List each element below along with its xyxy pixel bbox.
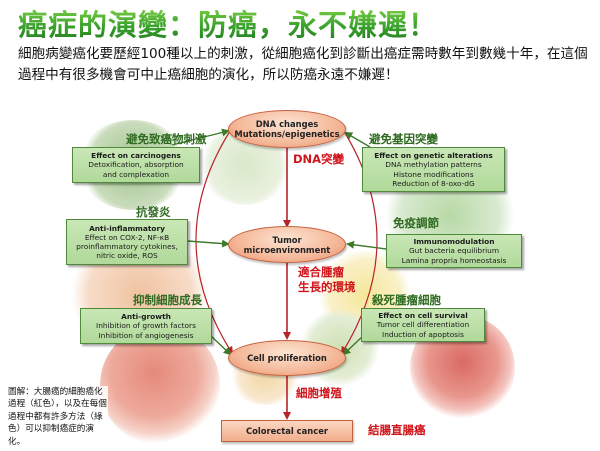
box-effect-on-carcinogens: Effect on carcinogens Detoxification, ab… — [72, 147, 200, 183]
label-kill-tumor-cells: 殺死腫瘤細胞 — [372, 293, 441, 307]
box-immuno-heading: Immunomodulation — [413, 237, 495, 247]
stage-dna-line1: DNA changes — [255, 119, 319, 129]
box-survival-line: Induction of apoptosis — [382, 329, 464, 339]
label-avoid-carcinogen: 避免致癌物刺激 — [126, 132, 207, 146]
box-survival-line: Tumor cell differentiation — [376, 320, 470, 330]
stage-prolif-line1: Cell proliferation — [247, 353, 327, 363]
box-immuno-line: Gut bacteria equilibrium — [408, 246, 500, 256]
box-inflam-heading: Anti-inflammatory — [89, 223, 165, 233]
label-immune-regulation: 免疫調節 — [393, 216, 439, 230]
tomato-decoration — [100, 325, 220, 445]
box-genetic-line: Reduction of 8-oxo-dG — [392, 178, 475, 188]
figure-caption: 圖解：大腸癌的細胞癌化過程（紅色），以及在每個過程中都有許多方法（綠色）可以抑制… — [8, 386, 108, 449]
box-anti-inflammatory: Anti-inflammatory Effect on COX-2, NF-κB… — [66, 219, 188, 265]
box-immunomodulation: Immunomodulation Gut bacteria equilibriu… — [386, 234, 522, 268]
box-genetic-line: Histone modifications — [393, 169, 474, 179]
box-carcinogens-line: and complexation — [102, 169, 170, 179]
box-inflam-line: Effect on COX-2, NF-κB — [84, 232, 170, 242]
intro-paragraph: 細胞病變癌化要歷經100種以上的刺激，從細胞癌化到診斷出癌症需時數年到數幾十年，… — [18, 46, 588, 83]
box-effect-on-genetic-alterations: Effect on genetic alterations DNA methyl… — [362, 147, 505, 192]
stage-cell-proliferation: Cell proliferation — [228, 340, 346, 376]
arrow-survival-to-prolif — [342, 334, 365, 356]
box-inflam-line: nitric oxide, ROS — [96, 251, 158, 261]
box-genetic-line: DNA methylation patterns — [385, 160, 482, 170]
label-suitable-environment-line2: 生長的環境 — [298, 280, 356, 294]
label-dna-mutation: DNA突變 — [293, 152, 345, 166]
arrow-growth-to-prolif — [209, 334, 232, 356]
label-cell-proliferation: 細胞增殖 — [296, 386, 342, 400]
label-suitable-environment-line1: 適合腫瘤 — [298, 265, 344, 279]
box-inflam-line: proinflammatory cytokines, — [76, 242, 178, 251]
stage-tumor-microenvironment: Tumor microenvironment — [228, 226, 346, 263]
stage-dna-changes: DNA changes Mutations/epigenetics — [228, 110, 346, 148]
box-survival-heading: Effect on cell survival — [378, 311, 468, 321]
box-growth-line: Inhibition of angiogenesis — [98, 330, 194, 340]
stage-tumor-line1: Tumor — [272, 234, 302, 245]
arrow-carcinogen-to-dna — [171, 128, 230, 146]
box-anti-growth: Anti-growth Inhibition of growth factors… — [80, 308, 212, 344]
arrow-curve-right — [340, 127, 378, 355]
box-immuno-line: Lamina propria homeostasis — [401, 255, 507, 265]
arrow-curve-left — [195, 127, 234, 355]
arrow-immuno-to-tumor — [346, 240, 387, 250]
box-genetic-heading: Effect on genetic alterations — [374, 151, 493, 161]
stage-colorectal-cancer: Colorectal cancer — [221, 420, 353, 442]
stage-dna-line2: Mutations/epigenetics — [234, 129, 340, 139]
box-effect-on-cell-survival: Effect on cell survival Tumor cell diffe… — [361, 308, 485, 342]
box-carcinogens-line: Detoxification, absorption — [88, 160, 184, 170]
box-growth-heading: Anti-growth — [121, 312, 171, 322]
label-avoid-mutation: 避免基因突變 — [369, 132, 438, 146]
stage-tumor-line2: microenvironment — [243, 244, 331, 255]
arrow-genetic-to-dna — [344, 131, 371, 148]
page-title: 癌症的演變：防癌，永不嫌遲！ — [18, 2, 438, 44]
box-carcinogens-heading: Effect on carcinogens — [91, 151, 181, 161]
label-suitable-environment: 適合腫瘤 生長的環境 — [298, 265, 356, 295]
label-colorectal-cancer: 結腸直腸癌 — [368, 423, 426, 437]
label-inhibit-growth: 抑制細胞成長 — [133, 293, 202, 307]
label-anti-inflammation: 抗發炎 — [136, 205, 171, 219]
stage-crc-line1: Colorectal cancer — [245, 426, 329, 436]
box-growth-line: Inhibition of growth factors — [96, 321, 196, 331]
